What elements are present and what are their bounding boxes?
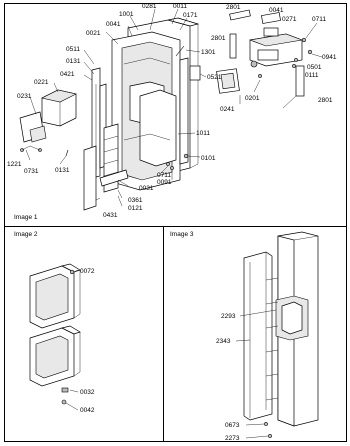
label-2801-right: 2801 xyxy=(318,97,333,104)
control-knob xyxy=(250,60,258,68)
label-0271: 0271 xyxy=(282,16,297,23)
image-3-title: Image 3 xyxy=(170,231,194,238)
spring-0131 xyxy=(65,149,69,157)
label-0101: 0101 xyxy=(201,155,216,162)
label-0241: 0241 xyxy=(220,106,235,113)
control-board xyxy=(257,49,279,61)
label-0673: 0673 xyxy=(225,422,240,429)
screw-0711-door xyxy=(166,162,170,166)
label-0072: 0072 xyxy=(80,268,95,275)
door-rod-1301 xyxy=(175,45,185,57)
label-0111: 0111 xyxy=(305,72,319,79)
fastener-0711 xyxy=(301,37,307,43)
label-0361: 0361 xyxy=(128,197,143,204)
label-1301: 1301 xyxy=(201,49,216,56)
label-0041-door: 0041 xyxy=(106,21,121,28)
label-0121: 0121 xyxy=(128,205,143,212)
label-0032: 0032 xyxy=(80,389,95,396)
fastener-0501 xyxy=(294,58,298,62)
door-liner-rungs xyxy=(265,277,279,401)
label-0011: 0011 xyxy=(173,3,187,10)
image-1-leader-lines xyxy=(25,8,323,207)
fastener-0201 xyxy=(258,74,262,78)
fastener-0941 xyxy=(307,49,313,55)
label-1221: 1221 xyxy=(7,161,22,168)
label-0171: 0171 xyxy=(183,12,198,19)
lower-door-frame-window xyxy=(35,335,69,379)
control-cover-0041 xyxy=(261,12,281,24)
clip-0032 xyxy=(61,387,69,393)
label-0221: 0221 xyxy=(34,79,49,86)
chute-flap xyxy=(29,125,47,143)
label-0131-lower: 0131 xyxy=(55,167,70,174)
door-front-trim xyxy=(83,145,97,211)
label-0941: 0941 xyxy=(322,54,337,61)
label-0091: 0091 xyxy=(157,179,172,186)
label-0231: 0231 xyxy=(17,93,32,100)
door-glass-insert xyxy=(139,89,177,167)
control-side-trim-2801 xyxy=(229,33,237,59)
label-2801-top: 2801 xyxy=(226,4,241,11)
label-0281: 0281 xyxy=(142,3,157,10)
control-trim-2801-top xyxy=(229,9,251,21)
control-block-0271 xyxy=(263,27,279,37)
screw-0673 xyxy=(264,422,268,426)
label-0501: 0501 xyxy=(307,64,322,71)
label-0521: 0521 xyxy=(207,74,222,81)
label-0041-control: 0041 xyxy=(269,7,284,14)
door-hinge-strip xyxy=(99,169,129,187)
label-0031: 0031 xyxy=(139,185,154,192)
label-2801-left: 2801 xyxy=(211,35,226,42)
screw-0042 xyxy=(61,399,67,405)
label-0201: 0201 xyxy=(245,95,260,102)
label-1011: 1011 xyxy=(196,130,210,137)
image-2-title: Image 2 xyxy=(14,231,38,238)
screw-0091 xyxy=(170,166,174,170)
door-liner-panel xyxy=(243,251,273,421)
label-0511: 0511 xyxy=(66,46,80,53)
control-side-trim-2801-right xyxy=(295,65,305,97)
label-0131-upper: 0131 xyxy=(66,58,81,65)
label-0431: 0431 xyxy=(103,212,118,219)
label-2273: 2273 xyxy=(225,435,240,442)
image-1-title: Image 1 xyxy=(14,214,38,221)
dispenser-recess-inner xyxy=(281,301,303,335)
screw-2273 xyxy=(268,434,272,438)
label-0711-door: 0711 xyxy=(157,172,171,179)
ice-bin-top xyxy=(41,89,77,103)
screw-0101 xyxy=(183,153,189,159)
label-0042: 0042 xyxy=(80,407,95,414)
control-plate-inner xyxy=(220,72,236,90)
image-3-frame xyxy=(163,226,347,442)
label-2343: 2343 xyxy=(216,338,231,345)
label-1001: 1001 xyxy=(119,11,134,18)
label-0711-control: 0711 xyxy=(312,16,326,23)
label-2293: 2293 xyxy=(221,313,236,320)
door-right-hinge-strip xyxy=(179,57,189,165)
label-0421: 0421 xyxy=(60,71,75,78)
label-0731: 0731 xyxy=(24,168,39,175)
clip-0072 xyxy=(69,269,75,275)
label-0021: 0021 xyxy=(86,30,101,37)
fastener-0111 xyxy=(292,64,296,68)
bracket-0521 xyxy=(189,65,201,81)
upper-door-frame-window xyxy=(35,273,69,321)
